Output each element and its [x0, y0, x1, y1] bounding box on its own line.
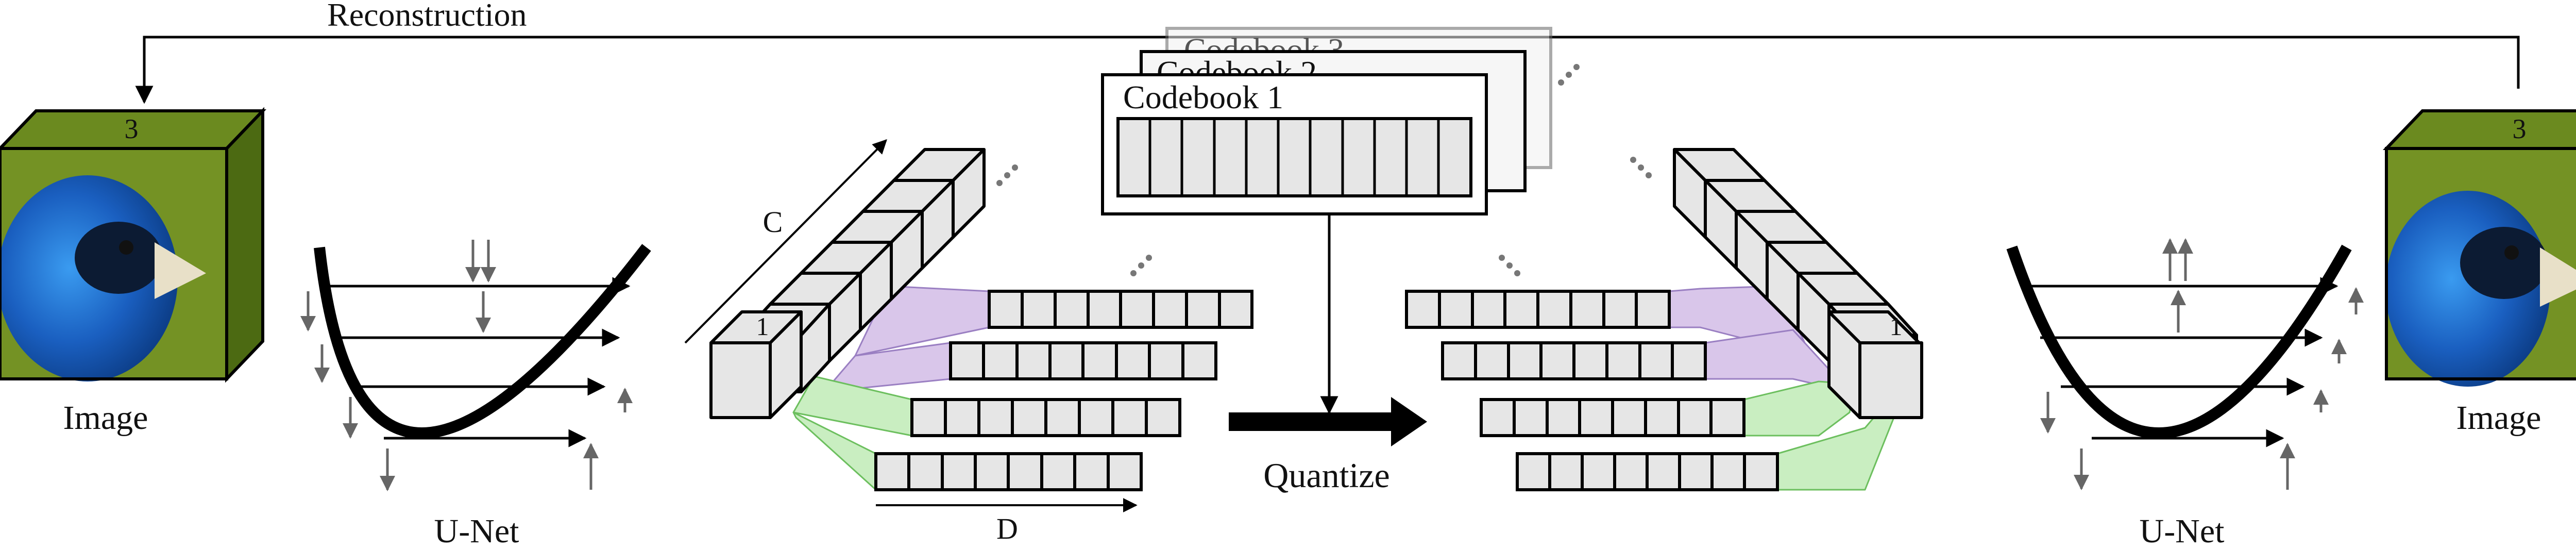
flattened-rows-left [874, 290, 1253, 491]
ellipsis-dots-left-stack [996, 164, 1018, 186]
quantize-label: Quantize [1263, 456, 1389, 495]
ellipsis-dots-right-stack [1630, 157, 1652, 178]
quantize-arrow [1229, 397, 1427, 446]
row-left-1 [988, 290, 1253, 329]
row-left-4 [874, 452, 1143, 491]
input-image-cube [0, 107, 267, 383]
unet-label-left: U-Net [434, 512, 519, 548]
bird-image-right [2385, 148, 2576, 387]
cube-index-right: 1 [1890, 312, 1903, 341]
axis-c-label: C [763, 205, 783, 239]
unet-left-skip-arrows [326, 277, 631, 447]
row-left-3 [910, 398, 1181, 437]
ellipsis-dots-codebooks [1558, 64, 1580, 86]
unet-label-right: U-Net [2140, 512, 2225, 548]
axis-c-arrow [684, 139, 887, 344]
latent-tensor-right [1668, 148, 1923, 491]
reconstruction-label: Reconstruction [327, 0, 527, 33]
codebook-1-label: Codebook 1 [1123, 79, 1283, 115]
channels-label-left: 3 [125, 113, 139, 144]
flattened-rows-right [1405, 290, 1779, 491]
row-left-2 [949, 341, 1217, 380]
unet-left [300, 240, 651, 491]
channels-label-right: 3 [2513, 113, 2527, 144]
row-right-3 [1480, 398, 1745, 437]
axis-d-label: D [996, 512, 1018, 545]
bird-image-left [0, 148, 227, 381]
unet-right [2006, 238, 2364, 490]
row-right-1 [1405, 290, 1671, 329]
unet-right-up-arrows [2040, 238, 2364, 490]
output-image-cube [2382, 109, 2576, 387]
row-right-2 [1441, 341, 1707, 380]
codebook-stack: Codebook 3 Codebook 2 Codebook 1 [1101, 27, 1552, 215]
ellipsis-dots-left-rows [1130, 255, 1152, 276]
image-label-right: Image [2456, 399, 2541, 437]
unet-right-skip-arrows [2025, 277, 2338, 447]
codebook-1 [1101, 73, 1488, 215]
image-label-left: Image [63, 399, 148, 437]
row-right-4 [1516, 452, 1779, 491]
unet-left-down-arrows [300, 240, 633, 491]
ellipsis-dots-right-rows [1499, 255, 1520, 276]
cube-index-left: 1 [756, 312, 769, 341]
